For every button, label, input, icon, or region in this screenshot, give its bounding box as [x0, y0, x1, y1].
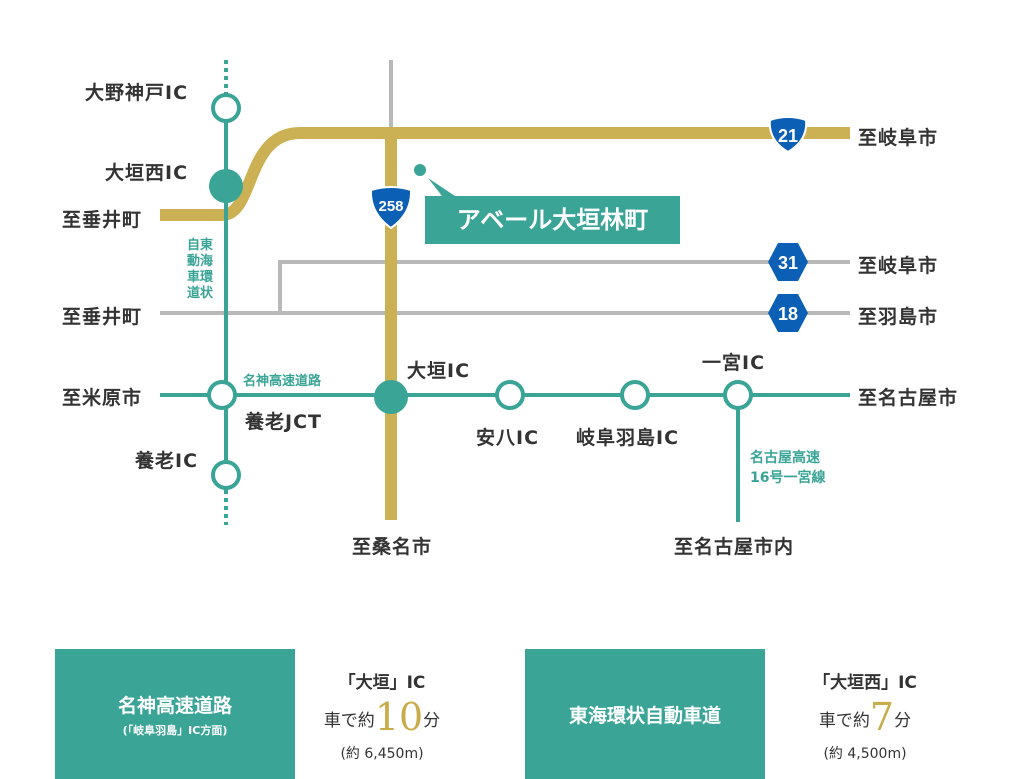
tokai-kanjo-line: 道状 — [187, 286, 214, 301]
access-road-tokai-kanjo: 東海環状自動車道 — [525, 649, 765, 779]
label-nagoya-expressway-1: 名古屋高速 — [750, 450, 820, 466]
route-31-road — [278, 260, 850, 313]
tokai-kanjo-line: 車環 — [187, 270, 214, 285]
direction-tarui-1: 至垂井町 — [62, 209, 143, 231]
direction-gifu-2: 至岐阜市 — [858, 255, 939, 277]
time-unit: 分 — [894, 711, 912, 731]
access-ic-name: 「大垣」IC — [338, 673, 426, 693]
access-road-name: 名神高速道路 — [117, 694, 232, 717]
time-prefix: 車で約 — [818, 711, 870, 731]
ic-marker-gifu-hashima — [620, 380, 650, 410]
access-info-ogaki-nishi: 「大垣西」IC 車で約7分 (約 4,500m) — [790, 668, 940, 763]
svg-text:258: 258 — [378, 198, 403, 215]
access-distance: (約 4,500m) — [823, 746, 907, 762]
destination-label: アベール大垣林町 — [425, 196, 680, 244]
ic-marker-ogaki — [374, 380, 408, 414]
label-ogaki-ic: 大垣IC — [407, 360, 471, 382]
direction-hashima: 至羽島市 — [858, 306, 939, 328]
label-gifu-hashima-ic: 岐阜羽島IC — [576, 427, 680, 449]
time-minutes: 7 — [869, 695, 895, 739]
tokai-kanjo-line: 自東 — [187, 238, 214, 253]
direction-tarui-2: 至垂井町 — [62, 306, 143, 328]
label-yoro-ic: 養老IC — [135, 450, 199, 472]
direction-nagoya-inner: 至名古屋市内 — [674, 536, 795, 558]
label-yoro-jct: 養老JCT — [245, 411, 322, 433]
route-shield-18: 18 — [768, 294, 808, 332]
access-road-meishin: 名神高速道路 (「岐阜羽島」IC方面) — [55, 649, 295, 779]
access-time: 車で約7分 — [790, 695, 940, 739]
direction-gifu-1: 至岐阜市 — [858, 127, 939, 149]
label-ogaki-nishi-ic: 大垣西IC — [105, 162, 189, 184]
jct-marker-yoro — [207, 380, 237, 410]
time-unit: 分 — [423, 711, 441, 731]
route-shield-31: 31 — [768, 243, 808, 281]
label-tokai-kanjo-expressway: 自東 動海 車環 道状 — [187, 238, 223, 302]
route-21-road — [160, 127, 850, 221]
ic-marker-ichinomiya — [723, 380, 753, 410]
direction-nagoya: 至名古屋市 — [858, 387, 959, 409]
route-shield-258: 258 — [369, 186, 413, 230]
svg-text:21: 21 — [778, 126, 798, 146]
destination-dot — [414, 164, 426, 176]
access-time: 車で約10分 — [307, 695, 457, 739]
label-meishin-expressway: 名神高速道路 — [243, 374, 322, 389]
time-prefix: 車で約 — [323, 711, 375, 731]
svg-text:18: 18 — [778, 304, 798, 324]
destination-pointer — [428, 178, 455, 196]
ic-marker-anpachi — [495, 380, 525, 410]
access-road-note: (「岐阜羽島」IC方面) — [122, 723, 228, 737]
svg-text:31: 31 — [778, 253, 798, 273]
access-ic-name: 「大垣西」IC — [813, 673, 917, 693]
access-distance: (約 6,450m) — [340, 746, 424, 762]
ic-marker-ono-kanbe — [211, 93, 241, 123]
ic-marker-yoro — [211, 460, 241, 490]
tokai-kanjo-line: 動海 — [187, 254, 214, 269]
label-nagoya-expressway-2: 16号一宮線 — [750, 470, 826, 486]
route-shield-21: 21 — [768, 116, 808, 154]
label-ono-kanbe-ic: 大野神戸IC — [85, 82, 189, 104]
label-ichinomiya-ic: 一宮IC — [702, 352, 766, 374]
time-minutes: 10 — [374, 695, 424, 739]
ic-marker-ogaki-nishi — [209, 169, 243, 203]
access-road-name: 東海環状自動車道 — [568, 704, 721, 727]
direction-maibara: 至米原市 — [62, 387, 143, 409]
access-info-ogaki: 「大垣」IC 車で約10分 (約 6,450m) — [307, 668, 457, 763]
direction-kuwana: 至桑名市 — [352, 536, 433, 558]
label-anpachi-ic: 安八IC — [476, 427, 540, 449]
